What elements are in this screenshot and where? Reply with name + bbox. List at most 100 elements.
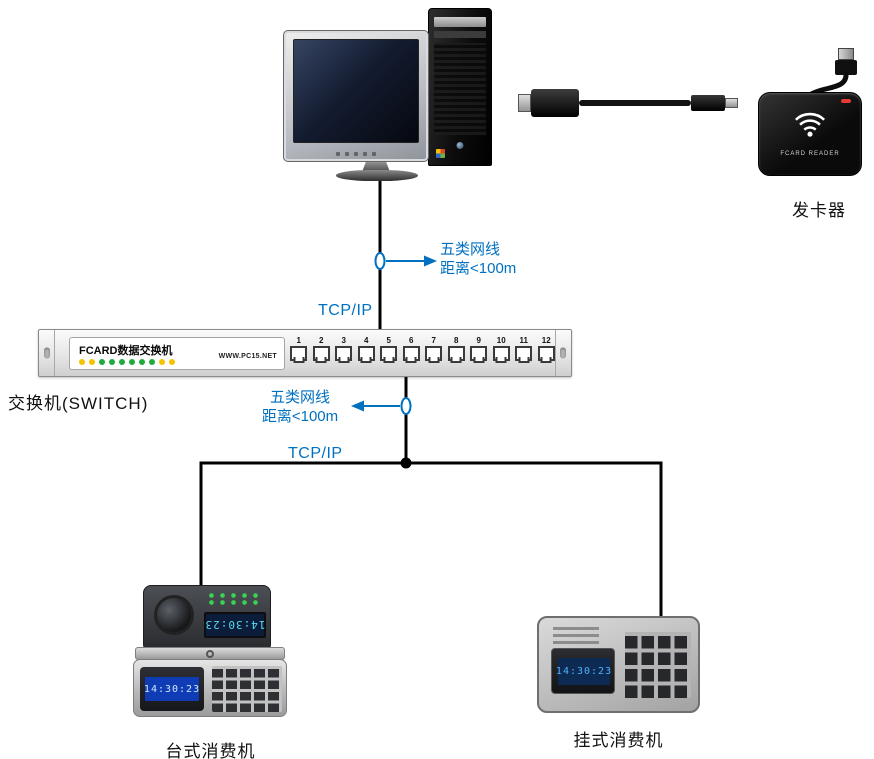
os-sticker (436, 149, 445, 158)
customer-display: 14:30:23 (204, 612, 266, 638)
port-number: 11 (519, 336, 528, 345)
port-number: 3 (341, 336, 346, 345)
switch-port: 1 (289, 336, 309, 361)
protocol-label-bottom: TCP/IP (288, 445, 343, 462)
rj45-jack (537, 346, 555, 361)
monitor-stand-neck (362, 161, 390, 172)
rj45-jack (290, 346, 308, 361)
switch-port: 5 (379, 336, 399, 361)
speaker-grill (553, 626, 599, 644)
switch-led (89, 359, 95, 365)
switch-port: 4 (357, 336, 377, 361)
monitor-buttons (336, 152, 376, 156)
mount-hole (44, 347, 50, 359)
usb-b-connector (691, 95, 725, 111)
switch-website-text: WWW.PC15.NET (218, 353, 277, 360)
monitor-stand-base (336, 170, 418, 181)
desktop-pos-machine: 14:30:23 14:30:23 (133, 585, 288, 725)
wall-pos-label: 挂式消费机 (573, 731, 664, 750)
cable-marker-top (374, 252, 386, 270)
usb-cable (518, 82, 743, 126)
switch-led (159, 359, 165, 365)
usb-plug-body (835, 60, 857, 75)
usb-a-connector (531, 89, 579, 117)
rj45-jack (380, 346, 398, 361)
switch-led-strip (79, 359, 175, 365)
keypad (625, 632, 691, 698)
switch-led (99, 359, 105, 365)
wifi-icon (794, 112, 826, 137)
rack-ear-left (39, 330, 55, 376)
cable-cord (579, 100, 691, 106)
port-number: 1 (296, 336, 301, 345)
wall-pos-machine: 14:30:23 (537, 616, 700, 713)
optical-drive (434, 17, 486, 27)
port-number: 7 (431, 336, 436, 345)
cable-annotation-top: 五类网线 距离<100m (440, 240, 516, 278)
switch-label: 交换机(SWITCH) (8, 394, 149, 413)
switch-port: 7 (424, 336, 444, 361)
port-number: 9 (476, 336, 481, 345)
time-display: 14:30:23 (556, 658, 611, 685)
cable-type-text: 五类网线 (269, 389, 330, 406)
port-number: 4 (364, 336, 369, 345)
switch-port: 2 (312, 336, 332, 361)
port-number: 2 (319, 336, 324, 345)
rj45-jack (470, 346, 488, 361)
cable-arrow-bottom-head (351, 400, 364, 412)
rj45-jack (402, 346, 420, 361)
pos-top-unit: 14:30:23 (143, 585, 271, 649)
usb-a-metal-tip (518, 94, 531, 112)
computer-tower (428, 8, 492, 166)
cable-annotation-bottom: 五类网线 距离<100m (248, 388, 352, 426)
port-number: 8 (454, 336, 459, 345)
rj45-jack (447, 346, 465, 361)
cable-marker-bottom (400, 397, 412, 415)
drive-bay (434, 31, 486, 38)
rj45-jack (515, 346, 533, 361)
desktop-pos-label: 台式消费机 (165, 742, 256, 759)
switch-port: 11 (514, 336, 534, 361)
bus-junction-dot (400, 457, 412, 469)
rack-ear-right (555, 330, 571, 376)
card-reader-label: 发卡器 (792, 201, 846, 220)
switch-led (109, 359, 115, 365)
switch-port: 10 (492, 336, 512, 361)
display-bezel: 14:30:23 (551, 648, 615, 694)
status-led (841, 99, 851, 103)
switch-port: 12 (537, 336, 557, 361)
mount-hole (560, 347, 566, 359)
switch-led (79, 359, 85, 365)
port-number: 12 (541, 336, 551, 345)
usb-b-metal-tip (725, 98, 738, 108)
reader-device-text: FCARD READER (780, 151, 840, 157)
switch-brand-text: FCARD数据交换机 (79, 345, 173, 357)
cable-type-text: 五类网线 (440, 241, 501, 258)
switch-led (129, 359, 135, 365)
cable-distance-text: 距离<100m (261, 408, 339, 425)
switch-led (149, 359, 155, 365)
port-number: 6 (409, 336, 414, 345)
cable-distance-text: 距离<100m (440, 260, 517, 277)
rj45-jack (335, 346, 353, 361)
port-number: 5 (386, 336, 391, 345)
switch-port: 9 (469, 336, 489, 361)
switch-led (169, 359, 175, 365)
monitor-screen (293, 39, 419, 143)
rj45-jack (425, 346, 443, 361)
pos-base-unit: 14:30:23 (133, 659, 287, 717)
operator-display: 14:30:23 (144, 677, 199, 701)
indicator-leds (206, 592, 262, 606)
switch-led (139, 359, 145, 365)
switch-port: 3 (334, 336, 354, 361)
switch: FCARD数据交换机 WWW.PC15.NET 1 2 3 4 5 6 7 8 … (38, 329, 572, 377)
card-reader: FCARD READER (750, 48, 870, 180)
tower-grill (434, 43, 486, 135)
power-button (456, 142, 464, 149)
switch-port-row: 1 2 3 4 5 6 7 8 9 10 11 12 (289, 336, 556, 361)
switch-port: 8 (447, 336, 467, 361)
switch-brand-panel: FCARD数据交换机 WWW.PC15.NET (69, 337, 285, 370)
switch-led (119, 359, 125, 365)
